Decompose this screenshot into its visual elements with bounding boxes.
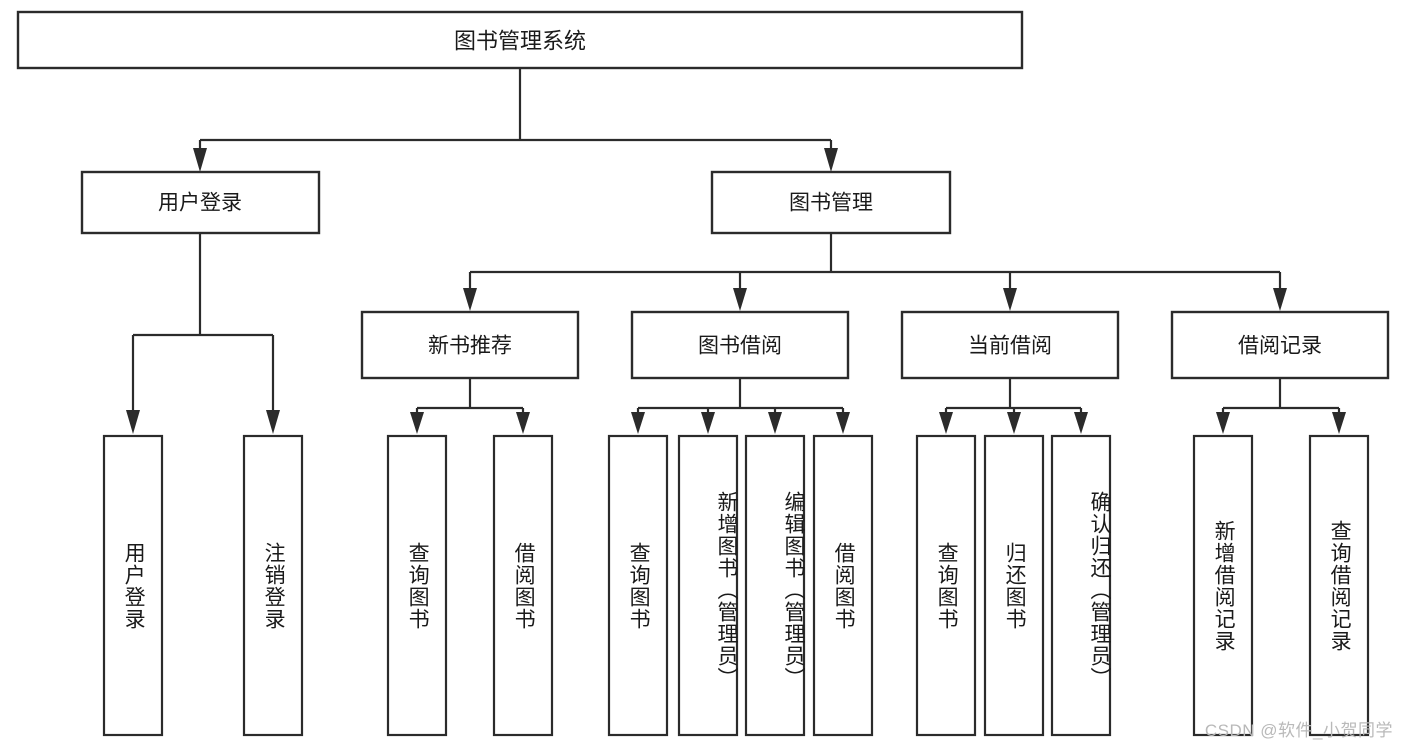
node-level3-new-book-box[interactable]	[360, 310, 580, 380]
leaf-box-7[interactable]	[812, 434, 874, 737]
node-root-box[interactable]	[16, 10, 1024, 70]
leaf-box-2[interactable]	[386, 434, 448, 737]
node-level3-book-borrow-label: 图书借阅	[698, 335, 782, 358]
node-level2-user-login-box[interactable]	[80, 170, 321, 235]
connector-group-current-borrow	[939, 378, 1088, 434]
leaf-box-0[interactable]	[102, 434, 164, 737]
node-level3-borrow-record-label: 借阅记录	[1238, 335, 1322, 358]
arrow-head-leaf-5	[701, 412, 715, 434]
arrow-head-leaf-0	[126, 410, 140, 434]
node-level2-user-login[interactable]: 用户登录	[80, 170, 321, 235]
leaf-box-9[interactable]	[983, 434, 1045, 737]
arrow-head-leaf-4	[631, 412, 645, 434]
leaf-box-10[interactable]	[1050, 434, 1112, 737]
arrow-head-l3-0	[463, 288, 477, 311]
arrow-head-leaf-7	[836, 412, 850, 434]
leaf-box-6[interactable]	[744, 434, 806, 737]
leaf-box-8[interactable]	[915, 434, 977, 737]
leaf-box-3[interactable]	[492, 434, 554, 737]
leaf-box-5[interactable]	[677, 434, 739, 737]
node-level3-book-borrow-box[interactable]	[630, 310, 850, 380]
connector-group-new-book	[410, 378, 530, 434]
arrow-head-book-manage	[824, 148, 838, 172]
connector-group-user-login	[126, 233, 280, 434]
arrow-head-l3-2	[1003, 288, 1017, 311]
node-level3-current-borrow[interactable]: 当前借阅	[900, 310, 1120, 380]
arrow-head-leaf-3	[516, 412, 530, 434]
node-level3-new-book[interactable]: 新书推荐	[360, 310, 580, 380]
node-level2-book-manage-label: 图书管理	[789, 192, 873, 215]
arrow-head-leaf-12	[1332, 412, 1346, 434]
leaf-boxes	[102, 434, 1370, 737]
arrow-head-user-login	[193, 148, 207, 172]
arrow-head-leaf-8	[939, 412, 953, 434]
leaf-box-1[interactable]	[242, 434, 304, 737]
watermark: CSDN @软件_小贺同学	[1204, 721, 1393, 740]
node-level3-borrow-record[interactable]: 借阅记录	[1170, 310, 1390, 380]
arrow-head-leaf-11	[1216, 412, 1230, 434]
connector-group-book-manage	[463, 233, 1287, 311]
leaf-box-12[interactable]	[1308, 434, 1370, 737]
arrow-head-leaf-2	[410, 412, 424, 434]
leaf-box-4[interactable]	[607, 434, 669, 737]
node-level2-book-manage[interactable]: 图书管理	[710, 170, 952, 235]
connector-group-root	[193, 69, 838, 172]
arrow-head-leaf-9	[1007, 412, 1021, 434]
node-level2-user-login-label: 用户登录	[158, 192, 242, 215]
node-root[interactable]: 图书管理系统	[16, 10, 1024, 70]
arrow-head-leaf-6	[768, 412, 782, 434]
node-level3-current-borrow-label: 当前借阅	[968, 335, 1052, 358]
node-level2-book-manage-box[interactable]	[710, 170, 952, 235]
connector-group-book-borrow	[631, 378, 850, 434]
node-level3-current-borrow-box[interactable]	[900, 310, 1120, 380]
arrow-head-l3-3	[1273, 288, 1287, 311]
node-level3-new-book-label: 新书推荐	[428, 335, 512, 358]
arrow-head-l3-1	[733, 288, 747, 311]
arrow-head-leaf-1	[266, 410, 280, 434]
arrow-head-leaf-10	[1074, 412, 1088, 434]
connector-group-borrow-record	[1216, 378, 1346, 434]
node-root-label: 图书管理系统	[454, 29, 586, 54]
leaf-box-11[interactable]	[1192, 434, 1254, 737]
node-level3-borrow-record-box[interactable]	[1170, 310, 1390, 380]
node-level3-book-borrow[interactable]: 图书借阅	[630, 310, 850, 380]
